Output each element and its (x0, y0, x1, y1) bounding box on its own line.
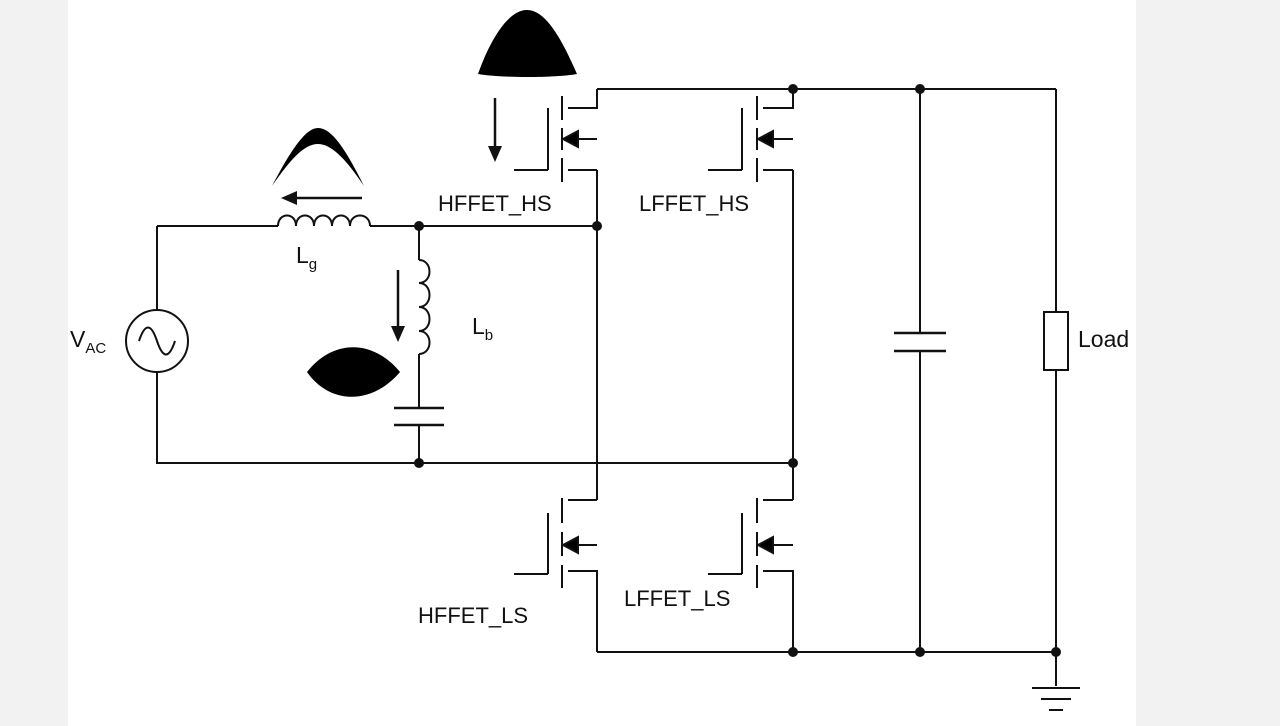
wires (156, 88, 1057, 686)
junction-dot (592, 221, 602, 231)
wire-source-bottom (156, 372, 793, 464)
wire-lf-ls-source (763, 570, 794, 652)
lg-label: Lg (296, 242, 317, 273)
wire-lf-hs-drain (763, 89, 794, 109)
dc-bus-capacitor-icon (894, 331, 946, 353)
junction-dots (414, 84, 1061, 657)
lg-sine-waveform-icon (272, 128, 364, 186)
hffet-hs-label: HFFET_HS (438, 191, 552, 216)
junction-dot (788, 458, 798, 468)
junction-dot (414, 221, 424, 231)
wire-hf-hs-drain (568, 89, 598, 109)
junction-dot (1051, 647, 1061, 657)
junction-dot (915, 84, 925, 94)
lb-ripple-waveform-icon (307, 347, 400, 397)
ac-voltage-source-icon (125, 309, 189, 373)
lb-current-arrow-icon (391, 270, 405, 342)
junction-dot (414, 458, 424, 468)
lb-capacitor-icon (394, 406, 444, 427)
lg-current-arrow-icon (281, 191, 362, 205)
lffet-hs-label: LFFET_HS (639, 191, 749, 216)
hf-rectified-waveform-icon (478, 10, 577, 77)
junction-dot (915, 647, 925, 657)
lb-label: Lb (472, 313, 493, 344)
wire-hf-ls-source (568, 570, 598, 652)
load-resistor-icon (1043, 311, 1069, 371)
lb-inductor-icon (418, 259, 431, 355)
junction-dot (788, 647, 798, 657)
hffet-hs-mosfet-icon (514, 96, 597, 182)
hf-current-arrow-icon (488, 98, 502, 162)
hffet-ls-mosfet-icon (514, 498, 597, 588)
diagram-panel (68, 0, 1136, 726)
lffet-ls-label: LFFET_LS (624, 586, 730, 611)
ground-icon (1032, 687, 1080, 711)
lffet-hs-mosfet-icon (708, 96, 793, 182)
junction-dot (788, 84, 798, 94)
lffet-ls-mosfet-icon (708, 498, 793, 588)
hffet-ls-label: HFFET_LS (418, 603, 528, 628)
lg-inductor-icon (277, 214, 371, 227)
vac-label: VAC (70, 326, 106, 357)
load-label: Load (1078, 326, 1129, 352)
